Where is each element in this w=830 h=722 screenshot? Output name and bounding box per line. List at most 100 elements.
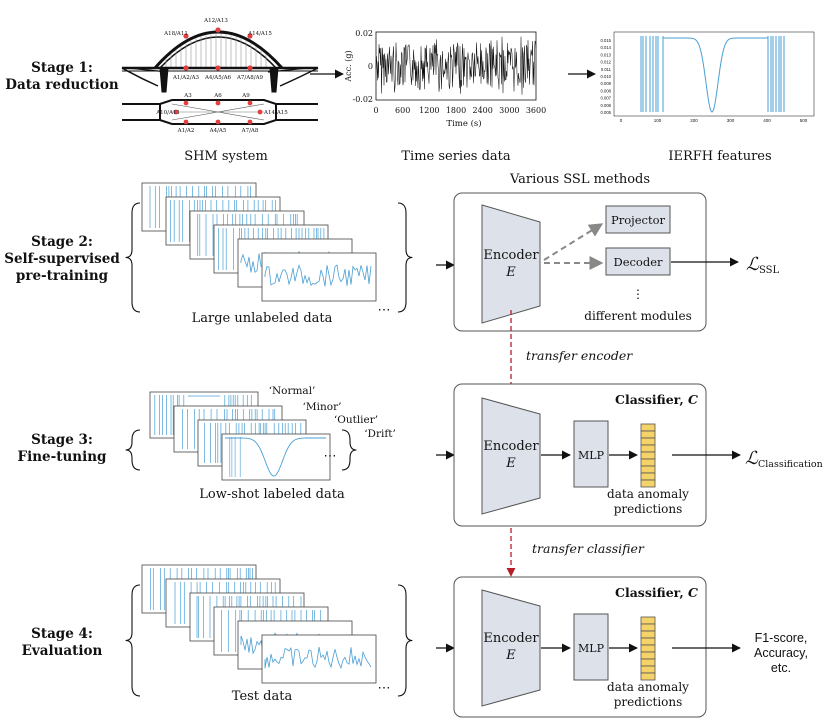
ierfh-ytick: 0.014 [601,45,612,50]
ts-xtick: 3000 [499,106,519,115]
encoder-symbol: E [505,648,516,663]
predictions-line1: data anomaly [607,487,689,501]
ierfh-xtick: 0 [620,118,623,123]
encoder-block [481,589,541,707]
sensor-marker [183,65,189,71]
mlp-label: MLP [578,449,605,462]
decoder-block [605,247,671,276]
unlabeled-data-stack: ⋯ [125,182,413,318]
ts-xtick: 0 [373,106,378,115]
encoder-symbol: E [505,456,516,471]
prediction-cell [640,444,656,453]
prediction-cell [640,479,656,488]
ierfh-xtick: 500 [800,118,808,123]
encoder-block [481,204,541,324]
sample-card [261,252,377,302]
bridge-label: A6 [213,93,222,99]
sample-signal [229,437,241,477]
bridge-label: A18/A11 [163,31,188,37]
sensor-marker [247,65,253,71]
class-label: ‘Normal’ [269,385,316,397]
projector-label: Projector [611,213,666,227]
bridge-label: A9 [241,93,250,99]
metric-item: Accuracy, [754,646,808,660]
ierfh-xtick: 300 [727,118,735,123]
prediction-cell [640,672,656,681]
bridge-label: A4/A5 [209,128,227,134]
prediction-vector [640,423,656,488]
stage3-title-line1: Stage 3: [31,432,93,448]
prediction-cell [640,651,656,660]
brace [397,202,413,313]
modules-caption: different modules [584,309,691,323]
ierfh-xtick: 400 [763,118,771,123]
predictions-line2: predictions [614,695,683,709]
classifier-title: Classifier, C [615,585,698,600]
prediction-cell [640,630,656,639]
predictions-line2: predictions [614,502,683,516]
sample-frame [261,634,377,684]
sample-frame [261,252,377,302]
bridge-label: A12/A13 [203,18,228,24]
prediction-cell [640,637,656,646]
bridge-label: A14/A15 [247,31,272,37]
module-arrow [543,223,604,261]
sensor-marker [183,100,189,106]
mlp-block [573,420,609,488]
bridge-label: A1/A2 [177,128,195,134]
prediction-cell [640,465,656,474]
prediction-cell [640,458,656,467]
encoder-symbol: E [505,265,516,280]
stage3-title-line2: Fine-tuning [18,449,108,465]
prediction-vector [640,616,656,681]
ierfh-ytick: 0.007 [601,96,612,101]
transfer-encoder-label: transfer encoder [526,348,633,363]
sensor-marker [215,27,221,33]
sample-signal [225,437,326,477]
ierfh-ytick: 0.009 [601,81,612,86]
encoder-label: Encoder [483,631,539,646]
prediction-cell [640,451,656,460]
more-modules-icon: ⋮ [632,287,644,301]
ierfh-ytick: 0.006 [601,103,612,108]
brace [125,202,141,313]
ierfh-xtick: 200 [690,118,698,123]
ellipsis-icon: ⋯ [378,303,391,318]
stage3-data-caption: Low-shot labeled data [199,487,345,502]
sample-signal [264,264,372,287]
ellipsis-icon: ⋯ [378,681,391,696]
sample-signal [264,647,372,670]
brace [397,584,413,697]
sensor-marker [247,119,253,125]
sensor-marker [173,109,179,115]
stage2-title-line3: pre-training [16,268,109,284]
bridge-label: A7/A8/A9 [236,75,264,81]
ierfh-ytick: 0.015 [601,38,612,43]
ts-xtick: 1200 [419,106,439,115]
bridge-label: A7/A8 [241,128,259,134]
stage2-data-caption: Large unlabeled data [192,311,333,326]
stage2-title-line1: Stage 2: [31,234,93,250]
transfer-classifier-label: transfer classifier [532,541,645,556]
mlp-label: MLP [578,642,605,655]
sensor-marker [215,119,221,125]
decoder-label: Decoder [613,255,663,269]
prediction-cell [640,430,656,439]
bridge-label: A4/A5/A6 [204,75,232,81]
prediction-cell [640,616,656,625]
encoder-label: Encoder [483,439,539,454]
sensor-marker [247,100,253,106]
stage1-title-line1: Stage 1: [31,60,93,76]
bridge-label: A10/A11 [155,110,180,116]
metric-item: F1-score, [755,631,808,645]
ierfh-ytick: 0.005 [601,110,612,115]
ierfh-ytick: 0.011 [601,67,612,72]
ts-xtick: 3600 [526,106,546,115]
sensor-marker [183,119,189,125]
ts-ytick: 0 [368,62,373,71]
prediction-cell [640,623,656,632]
bridge-plan: A3 A6 A9 A10/A11 A14/A15 A1/A2 A4/A5 A7/… [122,93,318,134]
sample-card [221,433,331,481]
projector-block [605,205,671,234]
